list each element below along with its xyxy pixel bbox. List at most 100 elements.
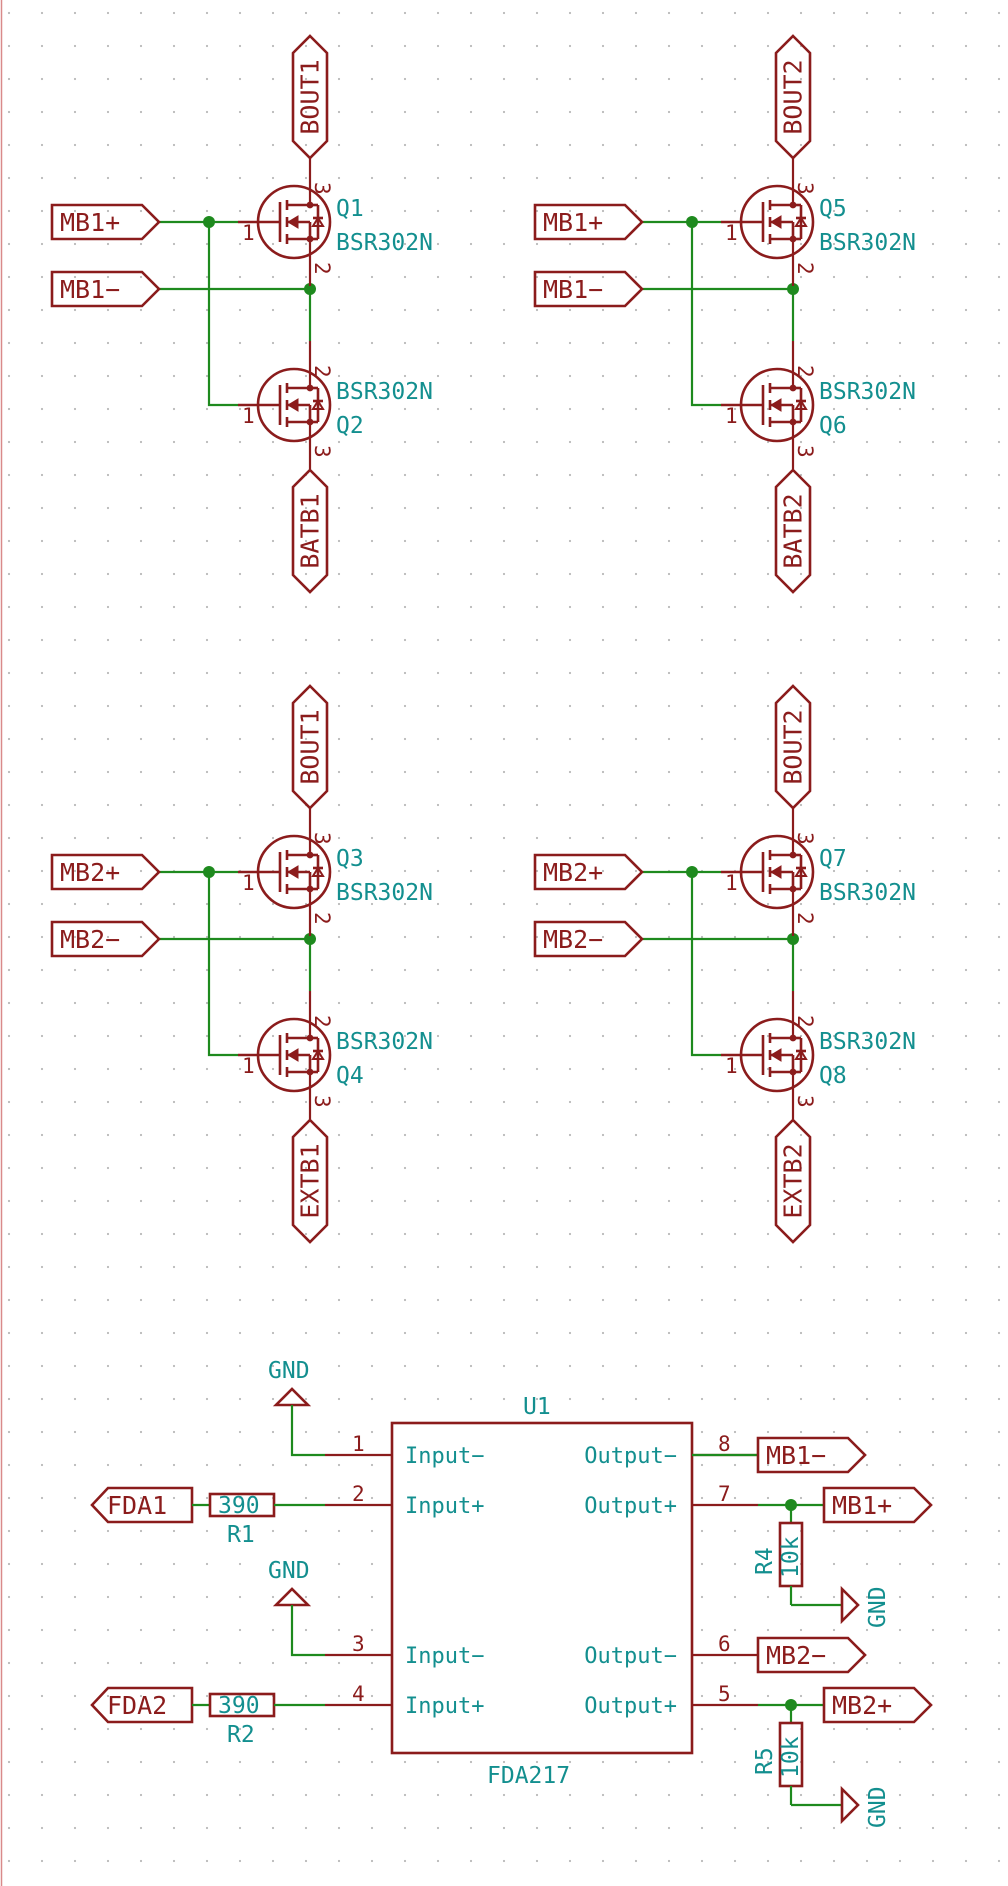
gnd-symbol[interactable]: GND	[840, 1785, 891, 1828]
pin-number: 3	[352, 1632, 365, 1656]
net-label-plus[interactable]: MB2+	[533, 853, 644, 891]
pulldown-resistor-r4[interactable]: 10k R4	[752, 1505, 842, 1607]
mosfet-value: BSR302N	[819, 379, 916, 405]
net-label-plus[interactable]: MB1+	[50, 203, 161, 241]
svg-text:10k: 10k	[778, 1536, 804, 1578]
net-label-out7[interactable]: MB1+	[822, 1486, 933, 1524]
mosfet-value: BSR302N	[336, 379, 433, 405]
junction-dot	[304, 283, 316, 295]
pin-number: 3	[793, 182, 817, 195]
gnd-symbol[interactable]: GND	[268, 1358, 312, 1407]
series-resistor-r2[interactable]: 390 R2	[208, 1692, 276, 1748]
net-label-top[interactable]: BOUT2	[774, 34, 812, 160]
pin-number: 2	[310, 1015, 334, 1028]
amplifier-ic-body[interactable]	[390, 1421, 694, 1755]
svg-text:EXTB1: EXTB1	[296, 1143, 325, 1218]
junction-dot	[787, 283, 799, 295]
net-label-top[interactable]: BOUT1	[291, 34, 329, 160]
pin-name: Output−	[584, 1644, 677, 1669]
svg-text:R4: R4	[752, 1547, 778, 1575]
pin-number: 1	[725, 404, 738, 428]
net-label-top[interactable]: BOUT1	[291, 684, 329, 810]
junction-dot	[686, 866, 698, 878]
mosfet-block: MB2+MB2−BOUT1EXTB1132Q3BSR302N123BSR302N…	[50, 684, 433, 1244]
svg-text:FDA1: FDA1	[107, 1491, 167, 1520]
junction-dot	[787, 933, 799, 945]
mosfet-ref: Q2	[336, 413, 364, 439]
gnd-symbol[interactable]: GND	[840, 1585, 891, 1628]
pin-number: 6	[718, 1632, 731, 1656]
svg-text:MB1+: MB1+	[60, 208, 120, 237]
mosfet-value: BSR302N	[819, 880, 916, 906]
net-label-bottom[interactable]: EXTB1	[291, 1118, 329, 1244]
series-resistor-r1[interactable]: 390 R1	[208, 1492, 276, 1548]
pin-number: 2	[793, 365, 817, 378]
net-label-top[interactable]: BOUT2	[774, 684, 812, 810]
pin-number: 7	[718, 1482, 731, 1506]
pin-number: 3	[310, 182, 334, 195]
svg-text:FDA2: FDA2	[107, 1691, 167, 1720]
mosfet-block: MB1+MB1−BOUT2BATB2132Q5BSR302N123BSR302N…	[533, 34, 916, 594]
pin-number: 1	[725, 1054, 738, 1078]
pin-number: 8	[718, 1432, 731, 1456]
svg-text:EXTB2: EXTB2	[779, 1143, 808, 1218]
gnd-symbol[interactable]: GND	[268, 1558, 312, 1607]
net-label-minus[interactable]: MB1−	[50, 270, 161, 308]
mosfet-block: MB1+MB1−BOUT1BATB1132Q1BSR302N123BSR302N…	[50, 34, 433, 594]
net-label-plus[interactable]: MB2+	[50, 853, 161, 891]
net-label-fda2[interactable]: FDA2	[90, 1686, 194, 1724]
pulldown-resistor-r5[interactable]: 10k R5	[752, 1705, 842, 1807]
pin-number: 3	[310, 1095, 334, 1108]
mosfet-ref: Q3	[336, 846, 364, 872]
net-label-out5[interactable]: MB2+	[822, 1686, 933, 1724]
mosfet-ref: Q6	[819, 413, 847, 439]
junction-dot	[203, 216, 215, 228]
net-label-bottom[interactable]: BATB1	[291, 468, 329, 594]
net-label-minus[interactable]: MB2−	[50, 920, 161, 958]
net-label-out6[interactable]: MB2−	[756, 1636, 867, 1674]
mosfet-ref: Q8	[819, 1063, 847, 1089]
svg-text:GND: GND	[268, 1558, 310, 1584]
pin-number: 1	[242, 871, 255, 895]
svg-text:R5: R5	[752, 1747, 778, 1775]
svg-text:MB2+: MB2+	[832, 1691, 892, 1720]
svg-text:10k: 10k	[778, 1736, 804, 1778]
svg-text:R2: R2	[227, 1722, 255, 1748]
mosfet-value: BSR302N	[819, 1029, 916, 1055]
pin-name: Output+	[584, 1694, 677, 1719]
mosfet-value: BSR302N	[336, 880, 433, 906]
pin-name: Output−	[584, 1444, 677, 1469]
net-label-minus[interactable]: MB1−	[533, 270, 644, 308]
pin-number: 1	[352, 1432, 365, 1456]
net-label-minus[interactable]: MB2−	[533, 920, 644, 958]
mosfet-ref: Q7	[819, 846, 847, 872]
net-label-fda1[interactable]: FDA1	[90, 1486, 194, 1524]
net-label-out8[interactable]: MB1−	[756, 1436, 867, 1474]
mosfet-ref: Q5	[819, 196, 847, 222]
net-label-plus[interactable]: MB1+	[533, 203, 644, 241]
svg-text:R1: R1	[227, 1522, 255, 1548]
pin-name: Input+	[405, 1494, 484, 1519]
svg-text:GND: GND	[865, 1786, 891, 1828]
pin-name: Input−	[405, 1644, 484, 1669]
pin-name: Output+	[584, 1494, 677, 1519]
svg-text:MB2+: MB2+	[60, 858, 120, 887]
net-label-bottom[interactable]: EXTB2	[774, 1118, 812, 1244]
net-label-bottom[interactable]: BATB2	[774, 468, 812, 594]
pin-number: 1	[725, 871, 738, 895]
pin-number: 1	[242, 1054, 255, 1078]
svg-text:MB1−: MB1−	[543, 275, 603, 304]
svg-text:BOUT1: BOUT1	[296, 709, 325, 784]
amplifier-value: FDA217	[487, 1763, 570, 1789]
pin-number: 2	[310, 365, 334, 378]
pin-number: 2	[793, 262, 817, 275]
